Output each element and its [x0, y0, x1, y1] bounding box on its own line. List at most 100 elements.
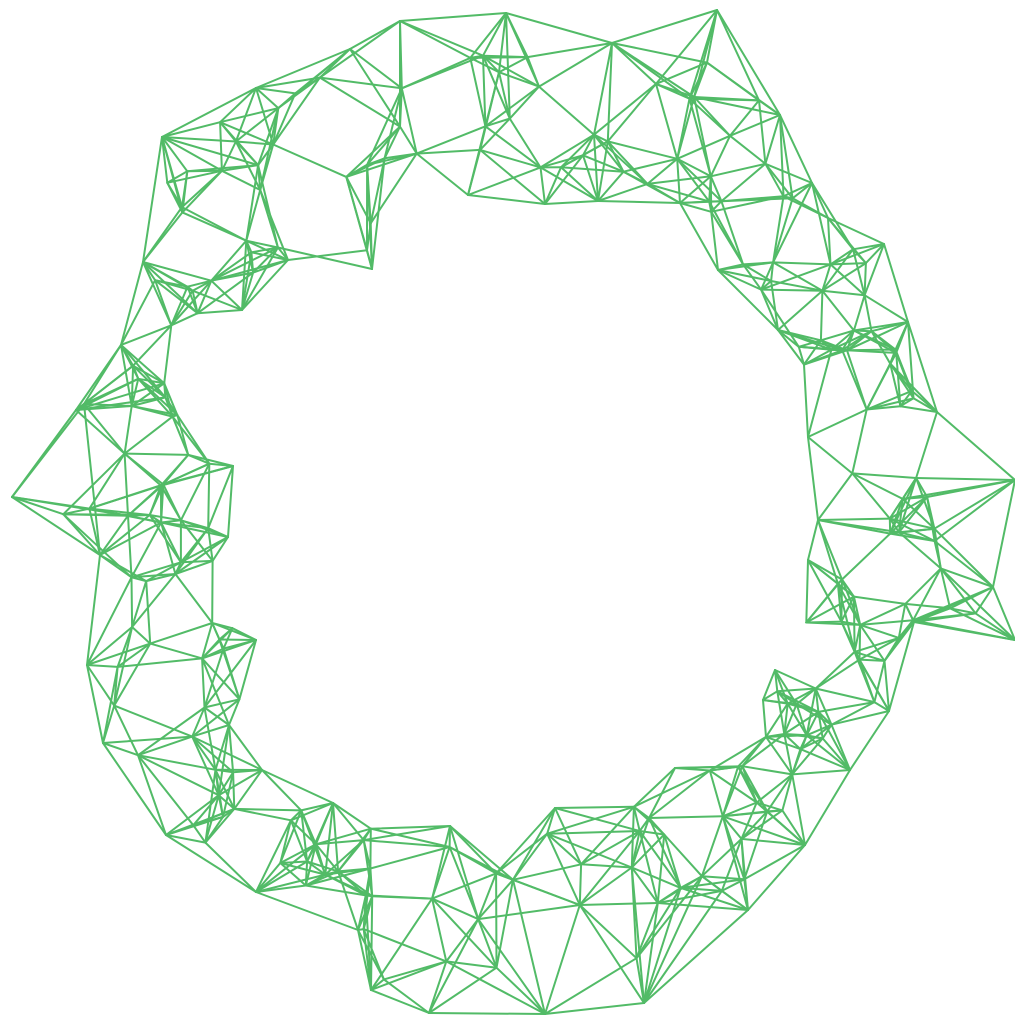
mesh-edge: [743, 262, 773, 264]
mesh-edge: [828, 218, 884, 244]
mesh-edge: [545, 155, 583, 204]
mesh-edge: [598, 201, 680, 203]
mesh-edge: [545, 905, 580, 1014]
mesh-edge: [121, 262, 143, 345]
mesh-edge: [723, 816, 745, 879]
mesh-edge: [125, 454, 128, 516]
mesh-edge: [320, 21, 400, 78]
mesh-edge: [506, 13, 612, 43]
mesh-edge: [916, 478, 1015, 480]
mesh-edge: [612, 10, 717, 43]
mesh-edge: [432, 899, 446, 962]
mesh-edge: [483, 56, 539, 87]
mesh-edge: [468, 195, 545, 204]
mesh-edge: [580, 864, 581, 905]
mesh-edge: [262, 770, 301, 810]
mesh-edge: [372, 158, 385, 269]
mesh-edge: [935, 480, 1015, 541]
mesh-edge: [608, 84, 656, 141]
mesh-edge: [905, 604, 913, 620]
mesh-edge: [717, 10, 759, 100]
mesh-edge: [821, 291, 823, 341]
mesh-edge: [765, 164, 783, 197]
mesh-edge: [246, 241, 278, 248]
mesh-edge: [167, 171, 222, 183]
mesh-edge: [831, 263, 866, 264]
mesh-edge: [182, 207, 246, 241]
mesh-edge: [162, 122, 220, 137]
mesh-edge: [125, 454, 164, 485]
mesh-edge: [865, 295, 872, 331]
mesh-edge: [132, 581, 146, 627]
mesh-edge: [927, 497, 935, 541]
mesh-edge: [161, 486, 181, 521]
mesh-edge: [816, 660, 860, 689]
mesh-edge: [816, 689, 875, 703]
mesh-edge: [229, 725, 262, 770]
mesh-edge: [860, 625, 861, 660]
mesh-edge: [677, 97, 694, 159]
mesh-edge: [792, 770, 850, 774]
mesh-edge: [76, 345, 121, 410]
mesh-edge: [773, 262, 830, 264]
mesh-edge: [125, 454, 189, 455]
mesh-edge: [916, 412, 937, 478]
mesh-edge: [763, 700, 766, 737]
mesh-edge: [510, 87, 539, 119]
mesh-edge: [937, 412, 1015, 480]
triangulated-ring-mesh: [12, 10, 1015, 1014]
mesh-edge: [164, 325, 171, 383]
mesh-edge: [993, 480, 1015, 587]
mesh-edge: [114, 644, 150, 706]
mesh-edge: [12, 497, 63, 514]
mesh-edge: [132, 577, 133, 627]
mesh-edge: [806, 584, 838, 623]
mesh-edge: [175, 574, 212, 623]
mesh-edge: [478, 919, 496, 968]
mesh-edge: [808, 437, 818, 520]
mesh-edge: [138, 755, 193, 825]
mesh-edge: [547, 834, 581, 865]
mesh-edge: [656, 84, 694, 97]
mesh-edge: [121, 325, 171, 345]
mesh-edge: [429, 1013, 545, 1014]
mesh-edge: [513, 880, 545, 1014]
mesh-edge: [400, 21, 470, 58]
mesh-edge: [320, 78, 400, 127]
mesh-edge: [822, 291, 854, 331]
mesh-edge: [371, 990, 429, 1013]
mesh-edge: [192, 725, 229, 737]
mesh-edge: [816, 652, 855, 689]
mesh-edge: [400, 21, 483, 56]
mesh-edge: [748, 845, 805, 910]
mesh-edge: [273, 145, 346, 177]
mesh-edge: [608, 141, 648, 184]
mesh-edge: [818, 520, 899, 532]
mesh-edge: [133, 325, 171, 365]
mesh-edge: [742, 766, 792, 774]
mesh-edge: [166, 835, 256, 892]
mesh-edge: [273, 78, 320, 145]
mesh-edge: [580, 903, 658, 905]
mesh-edge: [208, 464, 209, 529]
mesh-edge: [402, 88, 417, 153]
mesh-edge: [63, 514, 149, 515]
mesh-edge: [759, 100, 765, 163]
mesh-edge: [854, 295, 865, 330]
mesh-edge: [499, 57, 528, 72]
mesh-edge: [854, 597, 905, 604]
mesh-edge: [150, 644, 202, 659]
mesh-edge: [84, 404, 125, 454]
mesh-edge: [867, 353, 897, 410]
mesh-edge: [400, 13, 506, 21]
mesh-edge: [429, 968, 497, 1013]
mesh-edge: [432, 873, 496, 898]
mesh-edge: [162, 88, 256, 137]
mesh-edge: [860, 625, 899, 638]
mesh-edge: [804, 365, 808, 437]
mesh-edge: [497, 880, 514, 968]
mesh-edge: [555, 808, 581, 864]
mesh-edge: [220, 122, 222, 171]
mesh-edge: [865, 244, 884, 295]
mesh-edge: [219, 640, 256, 641]
